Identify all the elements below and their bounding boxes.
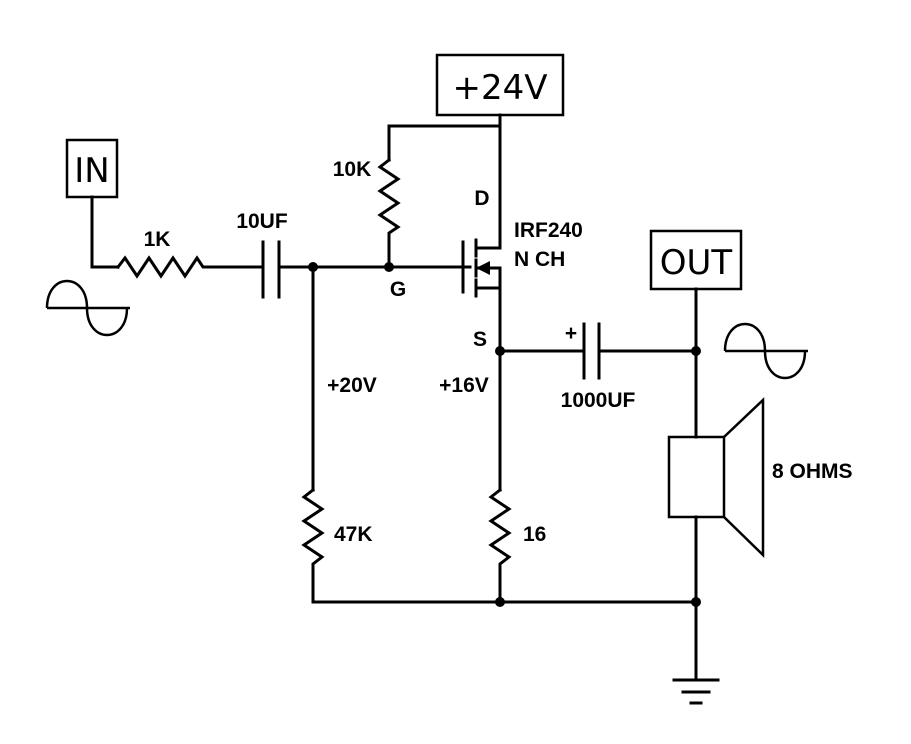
supply-terminal-label: +24V xyxy=(452,68,547,108)
resistor-47k xyxy=(301,487,325,604)
input-sine-wave-icon xyxy=(45,279,130,337)
capacitor-polarity-label: + xyxy=(565,322,577,345)
resistor-47k-label: 47K xyxy=(334,523,373,546)
resistor-1k-label: 1K xyxy=(144,228,171,251)
output-terminal: OUT xyxy=(649,229,743,291)
mosfet-type-label: N CH xyxy=(514,248,565,271)
capacitor-10uf-label: 10UF xyxy=(236,210,288,233)
resistor-10k xyxy=(377,157,401,269)
gate-pin-label: G xyxy=(390,278,406,301)
speaker-icon xyxy=(667,397,765,558)
junction-dot xyxy=(691,597,701,607)
resistor-16 xyxy=(488,487,512,604)
source-voltage-label: +16V xyxy=(439,374,489,397)
junction-dot xyxy=(495,597,505,607)
capacitor-1000uf-label: 1000UF xyxy=(561,389,636,412)
resistor-10k-label: 10K xyxy=(333,158,372,181)
resistor-1k xyxy=(115,255,265,279)
supply-terminal: +24V xyxy=(435,53,565,117)
gate-voltage-label: +20V xyxy=(327,374,377,397)
output-terminal-label: OUT xyxy=(660,243,733,283)
arrow-icon xyxy=(476,261,490,275)
source-pin-label: S xyxy=(473,328,487,351)
output-sine-wave-icon xyxy=(723,322,808,380)
input-terminal-label: IN xyxy=(74,151,109,191)
speaker-label: 8 OHMS xyxy=(772,460,853,483)
input-terminal: IN xyxy=(65,138,119,199)
mosfet-part-label: IRF240 xyxy=(514,219,583,242)
mosfet-symbol xyxy=(461,238,502,298)
capacitor-1000uf xyxy=(582,322,601,380)
drain-pin-label: D xyxy=(474,187,489,210)
resistor-16-label: 16 xyxy=(523,523,546,546)
ground-icon xyxy=(672,678,720,705)
capacitor-10uf xyxy=(261,240,281,299)
